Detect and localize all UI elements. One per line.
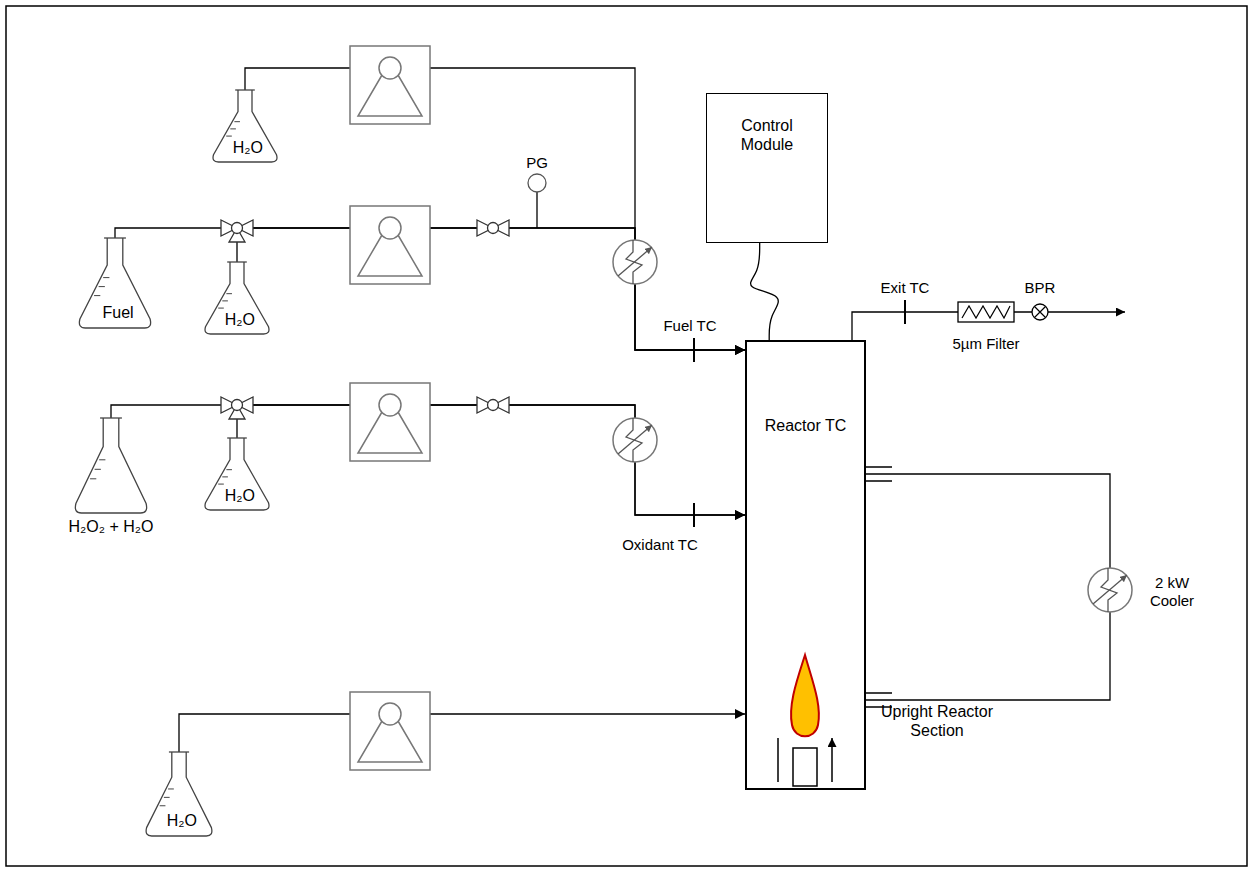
thermocouple-label: Reactor TC xyxy=(747,416,864,435)
heaters xyxy=(613,240,657,462)
pump-symbol xyxy=(350,206,430,284)
graduation-mark xyxy=(94,295,100,296)
cooling-loop xyxy=(866,467,1132,707)
graduation-mark xyxy=(99,286,105,287)
cooling-jacket-port xyxy=(866,467,892,481)
flask-lip xyxy=(100,417,122,418)
graduation-mark xyxy=(160,805,166,806)
three-way-valve xyxy=(221,397,253,419)
vessel-label: H₂O xyxy=(202,486,272,505)
graduation-mark xyxy=(222,476,228,477)
graduation-mark xyxy=(168,788,174,789)
flask-body xyxy=(75,418,146,513)
pump-symbol xyxy=(350,692,430,770)
gauge-dial xyxy=(528,174,546,192)
flask-vessel: H₂O₂ + H₂O xyxy=(72,418,150,513)
pump-symbol xyxy=(350,383,430,461)
vessel-label: H₂O xyxy=(143,811,215,830)
graduation-mark xyxy=(99,459,105,460)
graduation-mark xyxy=(226,136,232,137)
part-label: Oxidant TC xyxy=(622,536,698,554)
part-label: PG xyxy=(526,154,548,172)
flask-lip xyxy=(104,237,126,238)
pressure-gauge xyxy=(528,174,546,228)
box-label: Control Module xyxy=(715,116,819,154)
thermocouples xyxy=(694,300,905,527)
thermocouple-tick xyxy=(693,338,695,362)
part-label: Fuel TC xyxy=(663,317,716,335)
heater-symbol xyxy=(613,240,657,284)
heater-symbol xyxy=(613,418,657,462)
graduation-mark xyxy=(103,277,109,278)
filter-symbol xyxy=(958,302,1014,322)
feed-line xyxy=(179,714,745,752)
flask-vessel: H₂O xyxy=(210,90,280,162)
reactor-vessel: Reactor TCUpright Reactor Section xyxy=(745,340,866,790)
shutoff-valve xyxy=(477,397,509,413)
graduation-mark xyxy=(234,121,240,122)
vessel-label: H₂O xyxy=(210,138,280,157)
graduation-mark xyxy=(90,478,96,479)
frame xyxy=(6,6,1247,866)
burner xyxy=(778,655,832,786)
graduation-mark xyxy=(226,469,232,470)
flask-lip xyxy=(227,437,247,438)
bpr-cross xyxy=(1035,307,1046,318)
feed-line xyxy=(237,405,745,515)
flask-lip xyxy=(235,89,255,90)
section-label: Upright Reactor Section xyxy=(878,702,996,740)
graduation-mark xyxy=(164,797,170,798)
cooling-pipe xyxy=(892,474,1110,700)
bpr-symbol xyxy=(1032,304,1048,320)
graduation-mark xyxy=(230,128,236,129)
part-label: 5µm Filter xyxy=(953,335,1020,353)
flask-vessel: H₂O xyxy=(143,752,215,836)
flask-lip xyxy=(169,751,189,752)
three-way-valve xyxy=(221,220,253,242)
graduation-mark xyxy=(95,469,101,470)
pump-symbol xyxy=(350,46,430,124)
flask-vessel: Fuel xyxy=(76,238,154,328)
flask-vessel: H₂O xyxy=(202,438,272,510)
graduation-mark xyxy=(218,484,224,485)
part-label: Exit TC xyxy=(881,279,930,297)
part-label: BPR xyxy=(1025,279,1056,297)
burner-nozzle xyxy=(793,748,817,786)
exit-line xyxy=(852,302,1125,340)
graduation-mark xyxy=(226,293,232,294)
pumps xyxy=(350,46,430,770)
feed-line xyxy=(245,68,745,350)
part-label: 2 kW Cooler xyxy=(1142,574,1202,610)
flask-vessel: H₂O xyxy=(202,262,272,334)
flask-lip xyxy=(227,261,247,262)
feed-line xyxy=(237,228,745,350)
flame xyxy=(791,655,819,736)
control-box: Control Module xyxy=(706,93,828,243)
vessel-label: H₂O xyxy=(202,310,272,329)
flask-outline xyxy=(72,418,150,513)
signal-wire xyxy=(751,243,779,340)
vessel-label: Fuel xyxy=(76,303,154,322)
vessel-label: H₂O₂ + H₂O xyxy=(67,517,156,536)
graduation-mark xyxy=(222,300,228,301)
gauge-stem xyxy=(536,192,537,228)
thermocouple-tick xyxy=(693,503,695,527)
shutoff-valve xyxy=(477,220,509,236)
filter-zigzag xyxy=(962,306,1010,318)
cooler-symbol xyxy=(1088,568,1132,612)
graduation-mark xyxy=(218,308,224,309)
